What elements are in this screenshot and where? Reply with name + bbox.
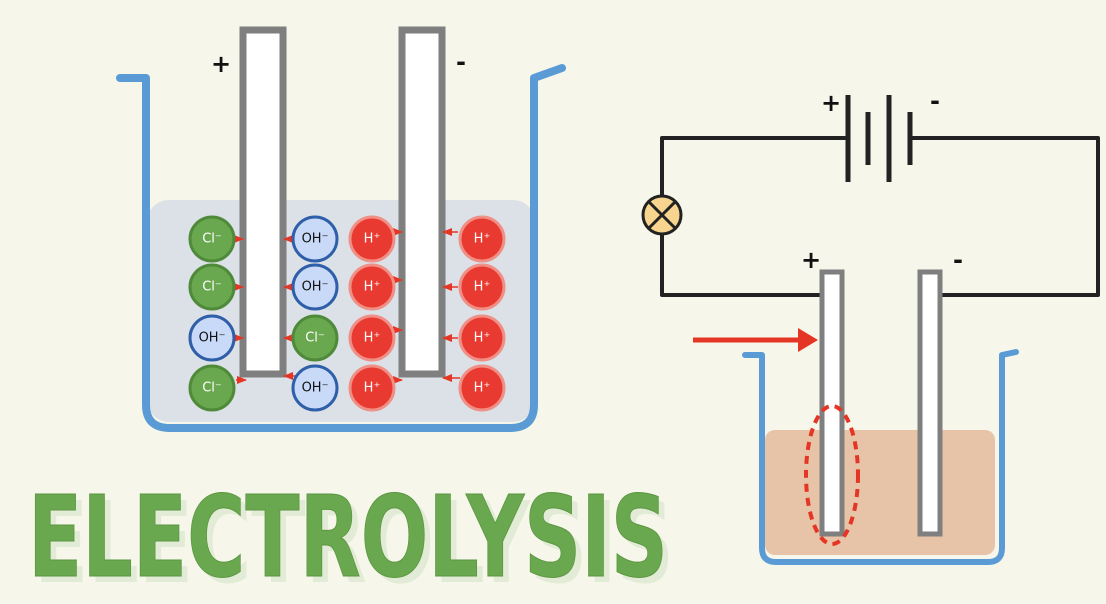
ion-circle	[188, 215, 236, 263]
ion-9: H⁺	[348, 215, 396, 263]
title-text: ELECTROLYSIS	[28, 473, 668, 603]
ion-circle	[458, 263, 506, 311]
right-electrolyte	[765, 430, 995, 555]
ion-circle	[188, 263, 236, 311]
ion-circle	[291, 364, 339, 412]
left-cathode-electrode	[398, 26, 446, 378]
ion-circle	[458, 215, 506, 263]
ion-label: OH⁻	[302, 280, 329, 295]
ion-circle	[291, 263, 339, 311]
ion-label: OH⁻	[302, 232, 329, 247]
left-electrolysis-cell: + - Cl⁻ Cl⁻ OH⁻ Cl⁻ OH⁻ OH⁻ Cl⁻ OH⁻ H⁺ H⁺ H⁺ H⁺ H⁺ H⁺…	[116, 26, 566, 432]
ion-circle	[348, 263, 396, 311]
left-anode-electrode	[239, 26, 287, 378]
title-shadow: ELECTROLYSIS	[34, 479, 674, 604]
ion-8: OH⁻	[291, 364, 339, 412]
title-group: ELECTROLYSIS ELECTROLYSIS	[28, 473, 675, 604]
right-anode-sign: +	[801, 246, 821, 274]
ion-13: H⁺	[458, 215, 506, 263]
ion-label: Cl⁻	[202, 381, 222, 396]
ion-16: H⁺	[458, 364, 506, 412]
ion-11: H⁺	[348, 314, 396, 362]
ion-label: Cl⁻	[202, 232, 222, 247]
ion-3: OH⁻	[188, 314, 236, 362]
ion-circle	[458, 314, 506, 362]
battery-icon	[845, 95, 913, 182]
ion-1: Cl⁻	[188, 215, 236, 263]
battery-plus-sign: +	[821, 89, 841, 117]
ion-label: Cl⁻	[202, 280, 222, 295]
ion-group: Cl⁻ Cl⁻ OH⁻ Cl⁻ OH⁻ OH⁻ Cl⁻ OH⁻ H⁺ H⁺ H⁺ H⁺ H⁺ H⁺ H⁺ H⁺	[188, 215, 506, 412]
ion-circle	[291, 314, 339, 362]
battery-minus-sign: -	[930, 87, 940, 115]
ion-2: Cl⁻	[188, 263, 236, 311]
ion-label: H⁺	[364, 381, 381, 396]
ion-label: Cl⁻	[305, 331, 325, 346]
right-electrolysis-cell: + - + -	[641, 87, 1100, 565]
ion-circle	[348, 215, 396, 263]
left-beaker	[116, 64, 566, 432]
right-cathode-sign: -	[953, 246, 963, 274]
ion-circle	[348, 364, 396, 412]
left-anode-sign: +	[211, 50, 231, 78]
ion-label: H⁺	[474, 331, 491, 346]
ion-12: H⁺	[348, 364, 396, 412]
ion-label: H⁺	[364, 232, 381, 247]
ion-4: Cl⁻	[188, 364, 236, 412]
ion-label: H⁺	[364, 280, 381, 295]
ion-circle	[188, 364, 236, 412]
left-cathode-sign: -	[456, 48, 466, 76]
circuit-wire	[660, 136, 1100, 297]
ion-label: H⁺	[364, 331, 381, 346]
ion-label: OH⁻	[199, 331, 226, 346]
red-pointer-arrowhead	[798, 328, 818, 352]
ion-label: H⁺	[474, 280, 491, 295]
ion-10: H⁺	[348, 263, 396, 311]
ion-label: OH⁻	[302, 381, 329, 396]
reaction-highlight-ellipse	[804, 404, 860, 546]
ion-label: H⁺	[474, 381, 491, 396]
ion-circle	[458, 364, 506, 412]
ion-label: H⁺	[474, 232, 491, 247]
right-cathode-electrode	[917, 269, 943, 537]
ion-circle	[291, 215, 339, 263]
lamp-icon	[641, 194, 683, 236]
ion-circle	[348, 314, 396, 362]
right-anode-electrode	[819, 269, 845, 537]
ion-15: H⁺	[458, 314, 506, 362]
ion-6: OH⁻	[291, 263, 339, 311]
right-beaker	[742, 349, 1019, 565]
ion-5: OH⁻	[291, 215, 339, 263]
ion-circle	[188, 314, 236, 362]
ion-14: H⁺	[458, 263, 506, 311]
ion-7: Cl⁻	[291, 314, 339, 362]
